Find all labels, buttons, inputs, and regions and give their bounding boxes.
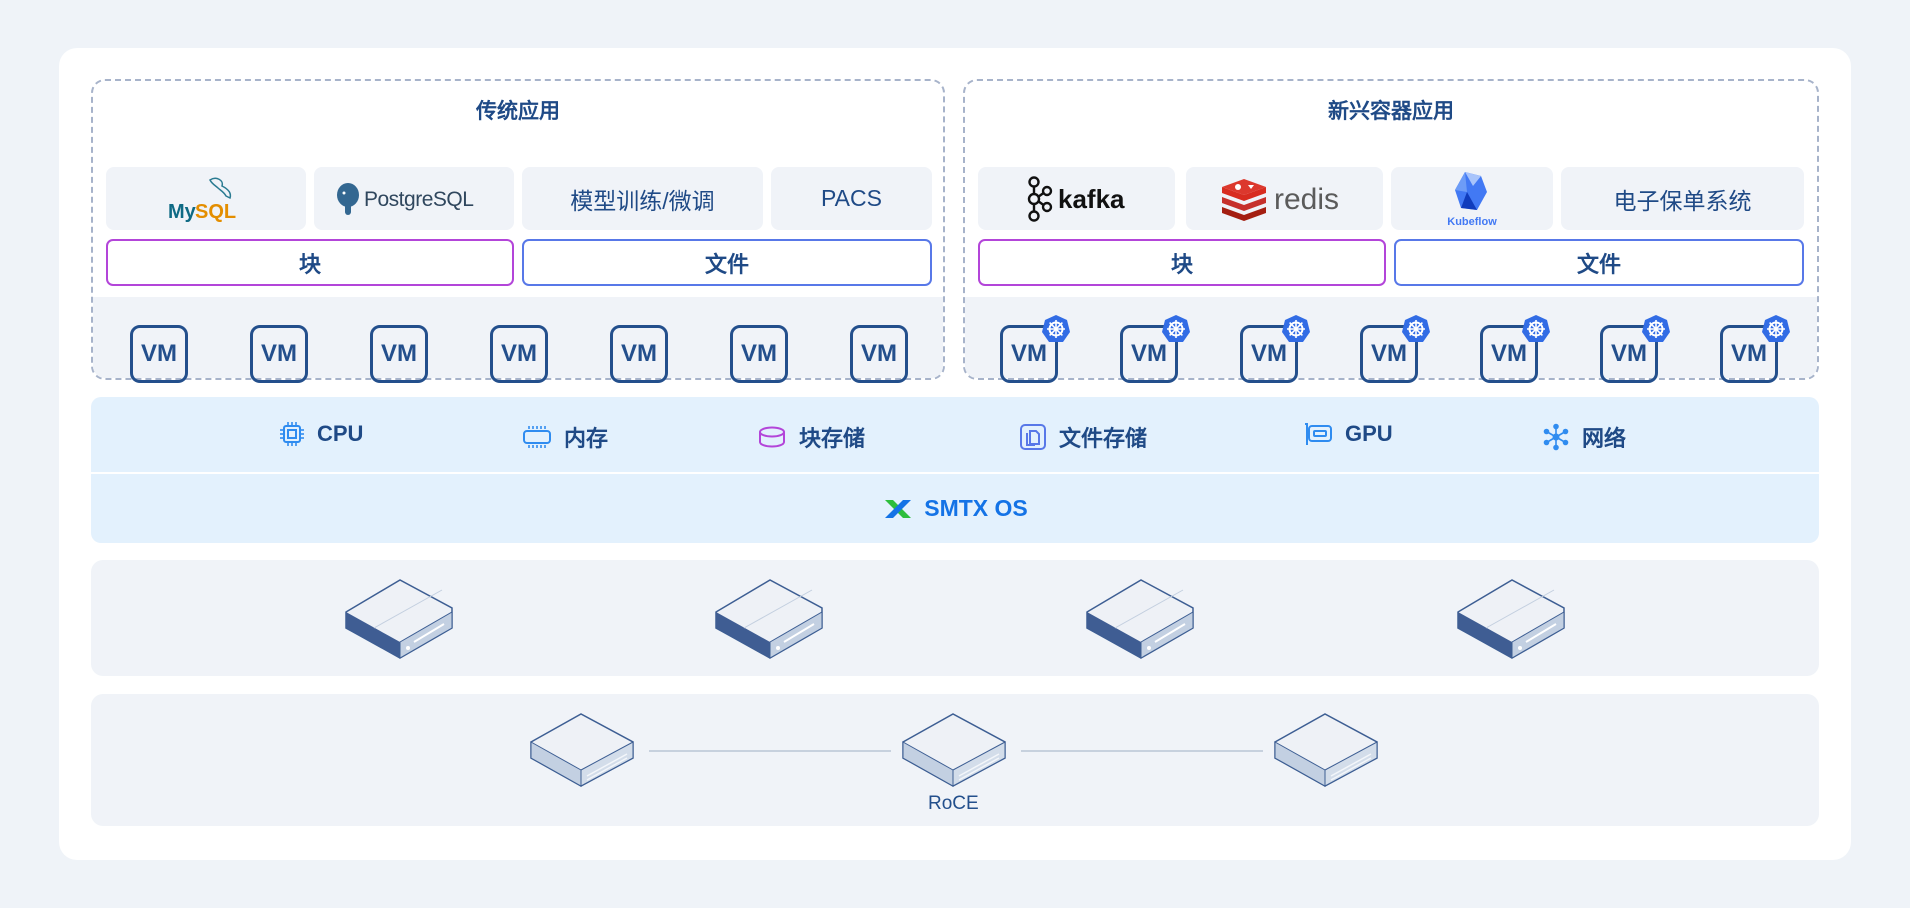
cpu-icon [280, 422, 304, 446]
vm-node: VM [1360, 315, 1430, 383]
app-card-e-policy-system: 电子保单系统 [1561, 167, 1804, 230]
network-label: RoCE [928, 793, 979, 814]
resource-label: 文件存储 [1059, 426, 1148, 451]
resource-network: 网络 [1542, 421, 1626, 453]
server-icon [1457, 579, 1565, 659]
resource-label: GPU [1345, 421, 1393, 446]
server-icon [345, 579, 453, 659]
vm-node: VM [250, 325, 308, 383]
container-apps-group: 新兴容器应用 kafka redis [963, 79, 1819, 383]
architecture-diagram: 传统应用 My SQL PostgreSQL 模型训练/微调 PACS 块 文件… [59, 48, 1851, 860]
vm-node: VM [1480, 315, 1550, 383]
svg-text:My: My [168, 201, 197, 223]
vm-node: VM [1120, 315, 1190, 383]
vm-node: VM [490, 325, 548, 383]
kubernetes-icon [1762, 315, 1790, 342]
block-storage-icon [759, 426, 785, 448]
kubernetes-icon [1522, 315, 1550, 342]
vm-node: VM [610, 325, 668, 383]
resource-label: CPU [317, 421, 364, 446]
vm-label: VM [1251, 340, 1287, 367]
vm-node: VM [850, 325, 908, 383]
app-card-kubeflow: Kubeflow [1391, 167, 1553, 230]
resource-cpu: CPU [279, 421, 363, 447]
kubernetes-icon [1282, 315, 1310, 342]
resource-label: 网络 [1582, 426, 1627, 451]
smtx-logo [885, 499, 912, 518]
kubernetes-icon [1402, 315, 1430, 342]
svg-text:kafka: kafka [1058, 184, 1125, 214]
vm-node: VM [370, 325, 428, 383]
kafka-logo: kafka [1027, 175, 1125, 222]
app-card-mysql: My SQL [106, 167, 306, 230]
file-storage-box: 文件 [1394, 239, 1804, 286]
app-card-redis: redis [1186, 167, 1383, 230]
block-storage-box: 块 [106, 239, 514, 286]
file-storage-box: 文件 [522, 239, 932, 286]
vm-label: VM [1731, 340, 1767, 367]
app-card-pacs: PACS [771, 167, 932, 230]
vm-label: VM [1611, 340, 1647, 367]
vm-node: VM [1600, 315, 1670, 383]
resource-gpu: GPU [1303, 421, 1393, 447]
group-title: 新兴容器应用 [1328, 100, 1454, 123]
memory-icon [523, 426, 551, 448]
network-icon [1543, 423, 1569, 451]
resource-block-storage: 块存储 [757, 421, 865, 453]
mysql-logo: My SQL [168, 177, 236, 223]
app-card-model-training: 模型训练/微调 [522, 167, 763, 230]
kubernetes-icon [1162, 315, 1190, 342]
vm-node: VM [1000, 315, 1070, 383]
resource-file-storage: 文件存储 [1019, 421, 1147, 453]
svg-text:SQL: SQL [195, 201, 236, 223]
vm-label: VM [1011, 340, 1047, 367]
switch-icon [530, 713, 634, 787]
server-icon [1086, 579, 1194, 659]
gpu-icon [1305, 423, 1332, 445]
vm-label: VM [1371, 340, 1407, 367]
app-card-postgresql: PostgreSQL [314, 167, 514, 230]
vm-label: VM [1131, 340, 1167, 367]
kubernetes-icon [1042, 315, 1070, 342]
vm-label: VM [1491, 340, 1527, 367]
os-label: SMTX OS [924, 495, 1028, 521]
vm-node: VM [730, 325, 788, 383]
redis-logo: redis [1221, 178, 1339, 221]
kubernetes-icon [1642, 315, 1670, 342]
svg-text:redis: redis [1274, 183, 1339, 216]
vm-node: VM [130, 325, 188, 383]
file-storage-icon [1020, 424, 1046, 450]
server-icon [715, 579, 823, 659]
network-link [649, 750, 891, 752]
vm-row: VM VM VM VM VM VM VM [93, 297, 943, 383]
network-layer: RoCE [91, 694, 1819, 826]
resource-bar: CPU 内存 块存储 文件存储 GPU 网络 [91, 397, 1819, 472]
postgresql-logo: PostgreSQL [337, 182, 474, 215]
group-title: 传统应用 [476, 100, 560, 123]
block-storage-box: 块 [978, 239, 1386, 286]
kubeflow-logo: Kubeflow [1447, 171, 1497, 228]
traditional-apps-group: 传统应用 My SQL PostgreSQL 模型训练/微调 PACS 块 文件… [91, 79, 945, 383]
vm-row: VM VM VM VM VM VM VM [965, 297, 1817, 383]
server-layer [91, 560, 1819, 676]
resource-label: 内存 [564, 426, 609, 451]
network-link [1021, 750, 1263, 752]
vm-node: VM [1240, 315, 1310, 383]
os-bar: SMTX OS [91, 474, 1819, 543]
vm-node: VM [1720, 315, 1790, 383]
svg-text:PostgreSQL: PostgreSQL [364, 188, 473, 211]
svg-text:Kubeflow: Kubeflow [1447, 216, 1497, 228]
switch-icon [902, 713, 1006, 787]
switch-icon [1274, 713, 1378, 787]
resource-label: 块存储 [799, 426, 866, 451]
app-card-kafka: kafka [978, 167, 1175, 230]
resource-memory: 内存 [522, 421, 608, 453]
